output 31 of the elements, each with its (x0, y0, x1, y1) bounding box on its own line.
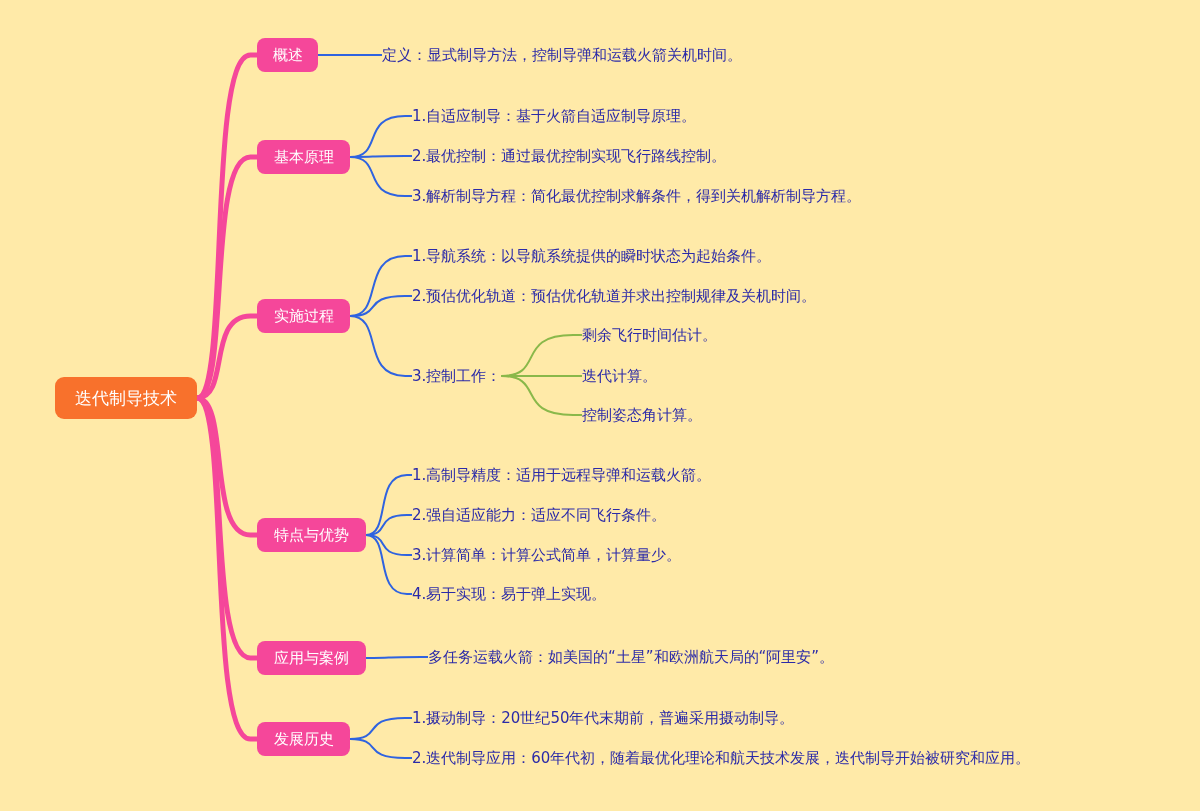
branch-topic-box: 实施过程 (257, 299, 350, 333)
leaf-topic-text: 1.导航系统：以导航系统提供的瞬时状态为起始条件。 (412, 245, 772, 267)
branch-topic-box: 特点与优势 (257, 518, 366, 552)
root-topic-box: 迭代制导技术 (55, 377, 197, 419)
connector-line (365, 534, 413, 595)
leaf-topic-text: 迭代计算。 (582, 365, 657, 387)
leaf-topic-text: 1.摄动制导：20世纪50年代末期前，普遍采用摄动制导。 (412, 707, 795, 729)
leaf-topic-text: 2.最优控制：通过最优控制实现飞行路线控制。 (412, 145, 727, 167)
branch-topic-box: 发展历史 (257, 722, 350, 756)
leaf-topic-text: 3.控制工作： (412, 365, 502, 387)
connector-line (365, 656, 429, 659)
connector-line (317, 54, 383, 56)
leaf-topic-text: 2.强自适应能力：适应不同飞行条件。 (412, 504, 667, 526)
leaf-topic-text: 剩余飞行时间估计。 (582, 324, 717, 346)
leaf-topic-text: 1.自适应制导：基于火箭自适应制导原理。 (412, 105, 697, 127)
connector-line (349, 156, 413, 197)
connector-line (500, 375, 583, 416)
leaf-topic-text: 控制姿态角计算。 (582, 404, 702, 426)
leaf-topic-text: 2.预估优化轨道：预估优化轨道并求出控制规律及关机时间。 (412, 285, 817, 307)
leaf-topic-text: 4.易于实现：易于弹上实现。 (412, 583, 607, 605)
branch-topic-box: 概述 (257, 38, 318, 72)
leaf-topic-text: 3.解析制导方程：简化最优控制求解条件，得到关机解析制导方程。 (412, 185, 862, 207)
connector-line (349, 315, 413, 377)
leaf-topic-text: 2.迭代制导应用：60年代初，随着最优化理论和航天技术发展，迭代制导开始被研究和应用。 (412, 747, 1031, 769)
branch-topic-box: 基本原理 (257, 140, 350, 174)
connector-line (349, 738, 413, 759)
leaf-topic-text: 定义：显式制导方法，控制导弹和运载火箭关机时间。 (382, 44, 742, 66)
leaf-topic-text: 3.计算简单：计算公式简单，计算量少。 (412, 544, 682, 566)
leaf-topic-text: 1.高制导精度：适用于远程导弹和运载火箭。 (412, 464, 712, 486)
branch-topic-box: 应用与案例 (257, 641, 366, 675)
leaf-topic-text: 多任务运载火箭：如美国的“土星”和欧洲航天局的“阿里安”。 (428, 646, 835, 668)
